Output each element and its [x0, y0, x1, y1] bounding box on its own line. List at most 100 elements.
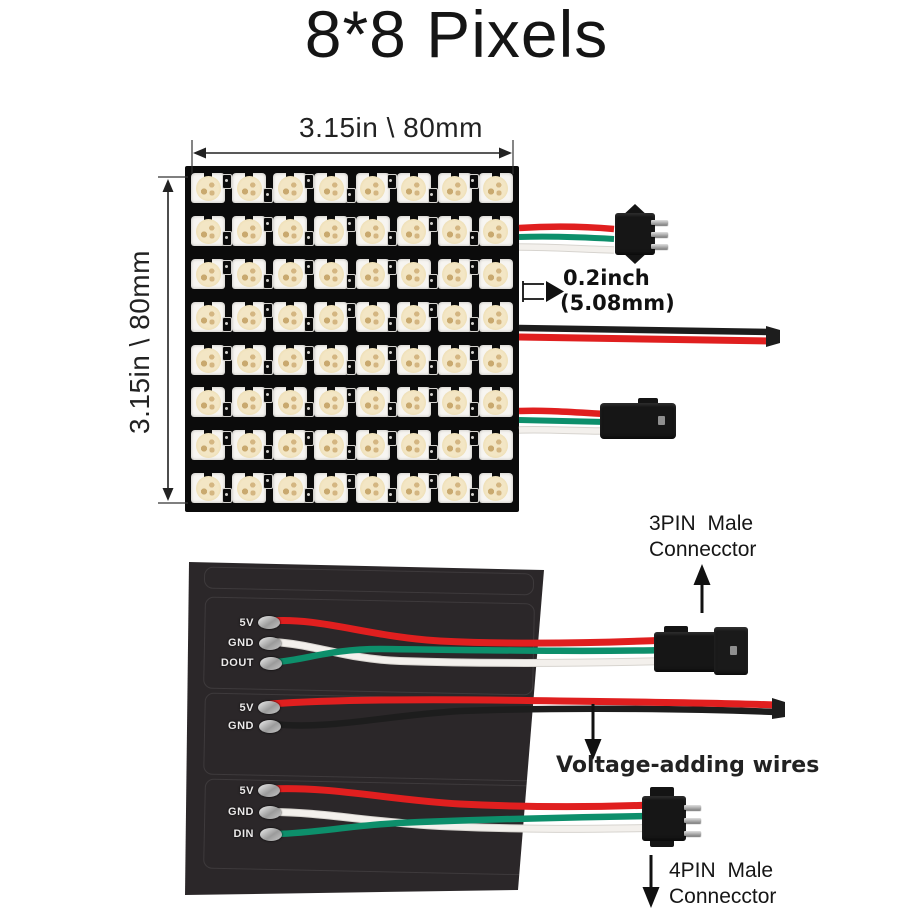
led-cell — [355, 344, 397, 377]
led-cell — [478, 173, 513, 205]
led-cell — [396, 258, 438, 291]
led-cell — [355, 387, 397, 419]
capacitor — [345, 273, 356, 289]
led-pixel — [396, 387, 431, 418]
led-cell — [478, 215, 513, 248]
pad-label-din: DIN — [233, 828, 254, 840]
led-pixel — [273, 258, 308, 289]
wire-voltage-pair-top — [518, 324, 780, 347]
wire-bundle-top-male — [518, 223, 615, 254]
capacitor — [386, 316, 397, 332]
connector-latch — [664, 626, 688, 635]
capacitor — [345, 445, 356, 461]
led-cell — [396, 215, 438, 248]
led-cell — [232, 430, 274, 462]
capacitor — [263, 273, 274, 289]
led-cell — [478, 258, 513, 291]
pad-label-gnd: GND — [228, 720, 254, 732]
led-cell — [273, 301, 315, 334]
led-cell — [396, 430, 438, 462]
capacitor — [468, 316, 479, 332]
led-pixel — [191, 215, 225, 246]
capacitor — [427, 188, 438, 203]
led-cell — [232, 344, 274, 377]
dimension-label-left: 3.15in \ 80mm — [124, 250, 155, 434]
led-cell — [314, 473, 356, 505]
led-pixel — [232, 301, 267, 332]
capacitor — [304, 431, 315, 447]
led-cell — [437, 301, 479, 334]
capacitor — [427, 216, 438, 232]
capacitor — [263, 474, 274, 490]
capacitor — [222, 174, 233, 189]
led-pixel — [437, 430, 472, 461]
led-pixel — [478, 344, 513, 375]
capacitor — [386, 488, 397, 504]
capacitor — [468, 402, 479, 418]
led-pixel — [232, 473, 267, 504]
capacitor — [386, 431, 397, 447]
led-pixel — [437, 387, 472, 418]
solder-pad — [258, 616, 280, 629]
capacitor — [304, 230, 315, 246]
led-pixel — [314, 173, 349, 203]
capacitor — [263, 216, 274, 232]
arrow-to-voltage-label — [584, 704, 602, 760]
connector-pin — [651, 232, 668, 237]
capacitor — [468, 230, 479, 246]
led-cell — [396, 301, 438, 334]
connector-pin — [651, 220, 668, 225]
solder-pad — [259, 806, 281, 819]
led-cell — [355, 215, 397, 248]
capacitor — [468, 345, 479, 361]
led-pixel — [355, 344, 390, 375]
led-pixel — [355, 301, 390, 332]
led-cell — [232, 301, 274, 334]
connector-pin — [684, 818, 701, 823]
solder-pad — [260, 657, 282, 670]
led-matrix-pcb — [185, 166, 519, 512]
led-pixel — [478, 430, 513, 461]
page-title: 8*8 Pixels — [304, 0, 609, 71]
arrow-to-3pin-connector — [693, 564, 711, 613]
led-cell — [273, 173, 315, 205]
capacitor — [386, 259, 397, 275]
led-pixel — [478, 387, 513, 418]
led-pixel — [355, 473, 390, 504]
capacitor — [386, 402, 397, 418]
led-pixel — [232, 344, 267, 375]
connector-latch — [638, 398, 658, 406]
led-cell — [273, 258, 315, 291]
led-pixel — [355, 258, 390, 289]
pad-label-5v: 5V — [239, 617, 254, 629]
3pin-female-connector-top — [600, 398, 676, 439]
pad-label-5v: 5V — [239, 702, 254, 714]
led-cell — [396, 344, 438, 377]
led-cell — [232, 258, 274, 291]
pad-label-5v: 5V — [239, 785, 254, 797]
3pin-male-connector-top — [605, 204, 669, 264]
capacitor — [427, 445, 438, 461]
led-cell — [396, 387, 438, 419]
led-cell — [273, 473, 315, 505]
led-cell — [396, 173, 438, 205]
capacitor — [222, 488, 233, 504]
led-pixel — [314, 344, 349, 375]
led-cell — [191, 215, 233, 248]
led-cell — [191, 387, 233, 419]
led-pixel — [396, 173, 431, 203]
capacitor — [263, 188, 274, 203]
solder-pad — [258, 701, 280, 714]
led-cell — [191, 344, 233, 377]
capacitor — [222, 259, 233, 275]
led-pixel — [355, 215, 390, 246]
led-matrix-grid — [191, 173, 513, 505]
capacitor — [222, 345, 233, 361]
capacitor — [345, 302, 356, 318]
4pin-male-connector-back — [638, 786, 708, 850]
capacitor — [263, 302, 274, 318]
led-pixel — [314, 430, 349, 461]
led-cell — [191, 258, 233, 291]
capacitor — [427, 302, 438, 318]
